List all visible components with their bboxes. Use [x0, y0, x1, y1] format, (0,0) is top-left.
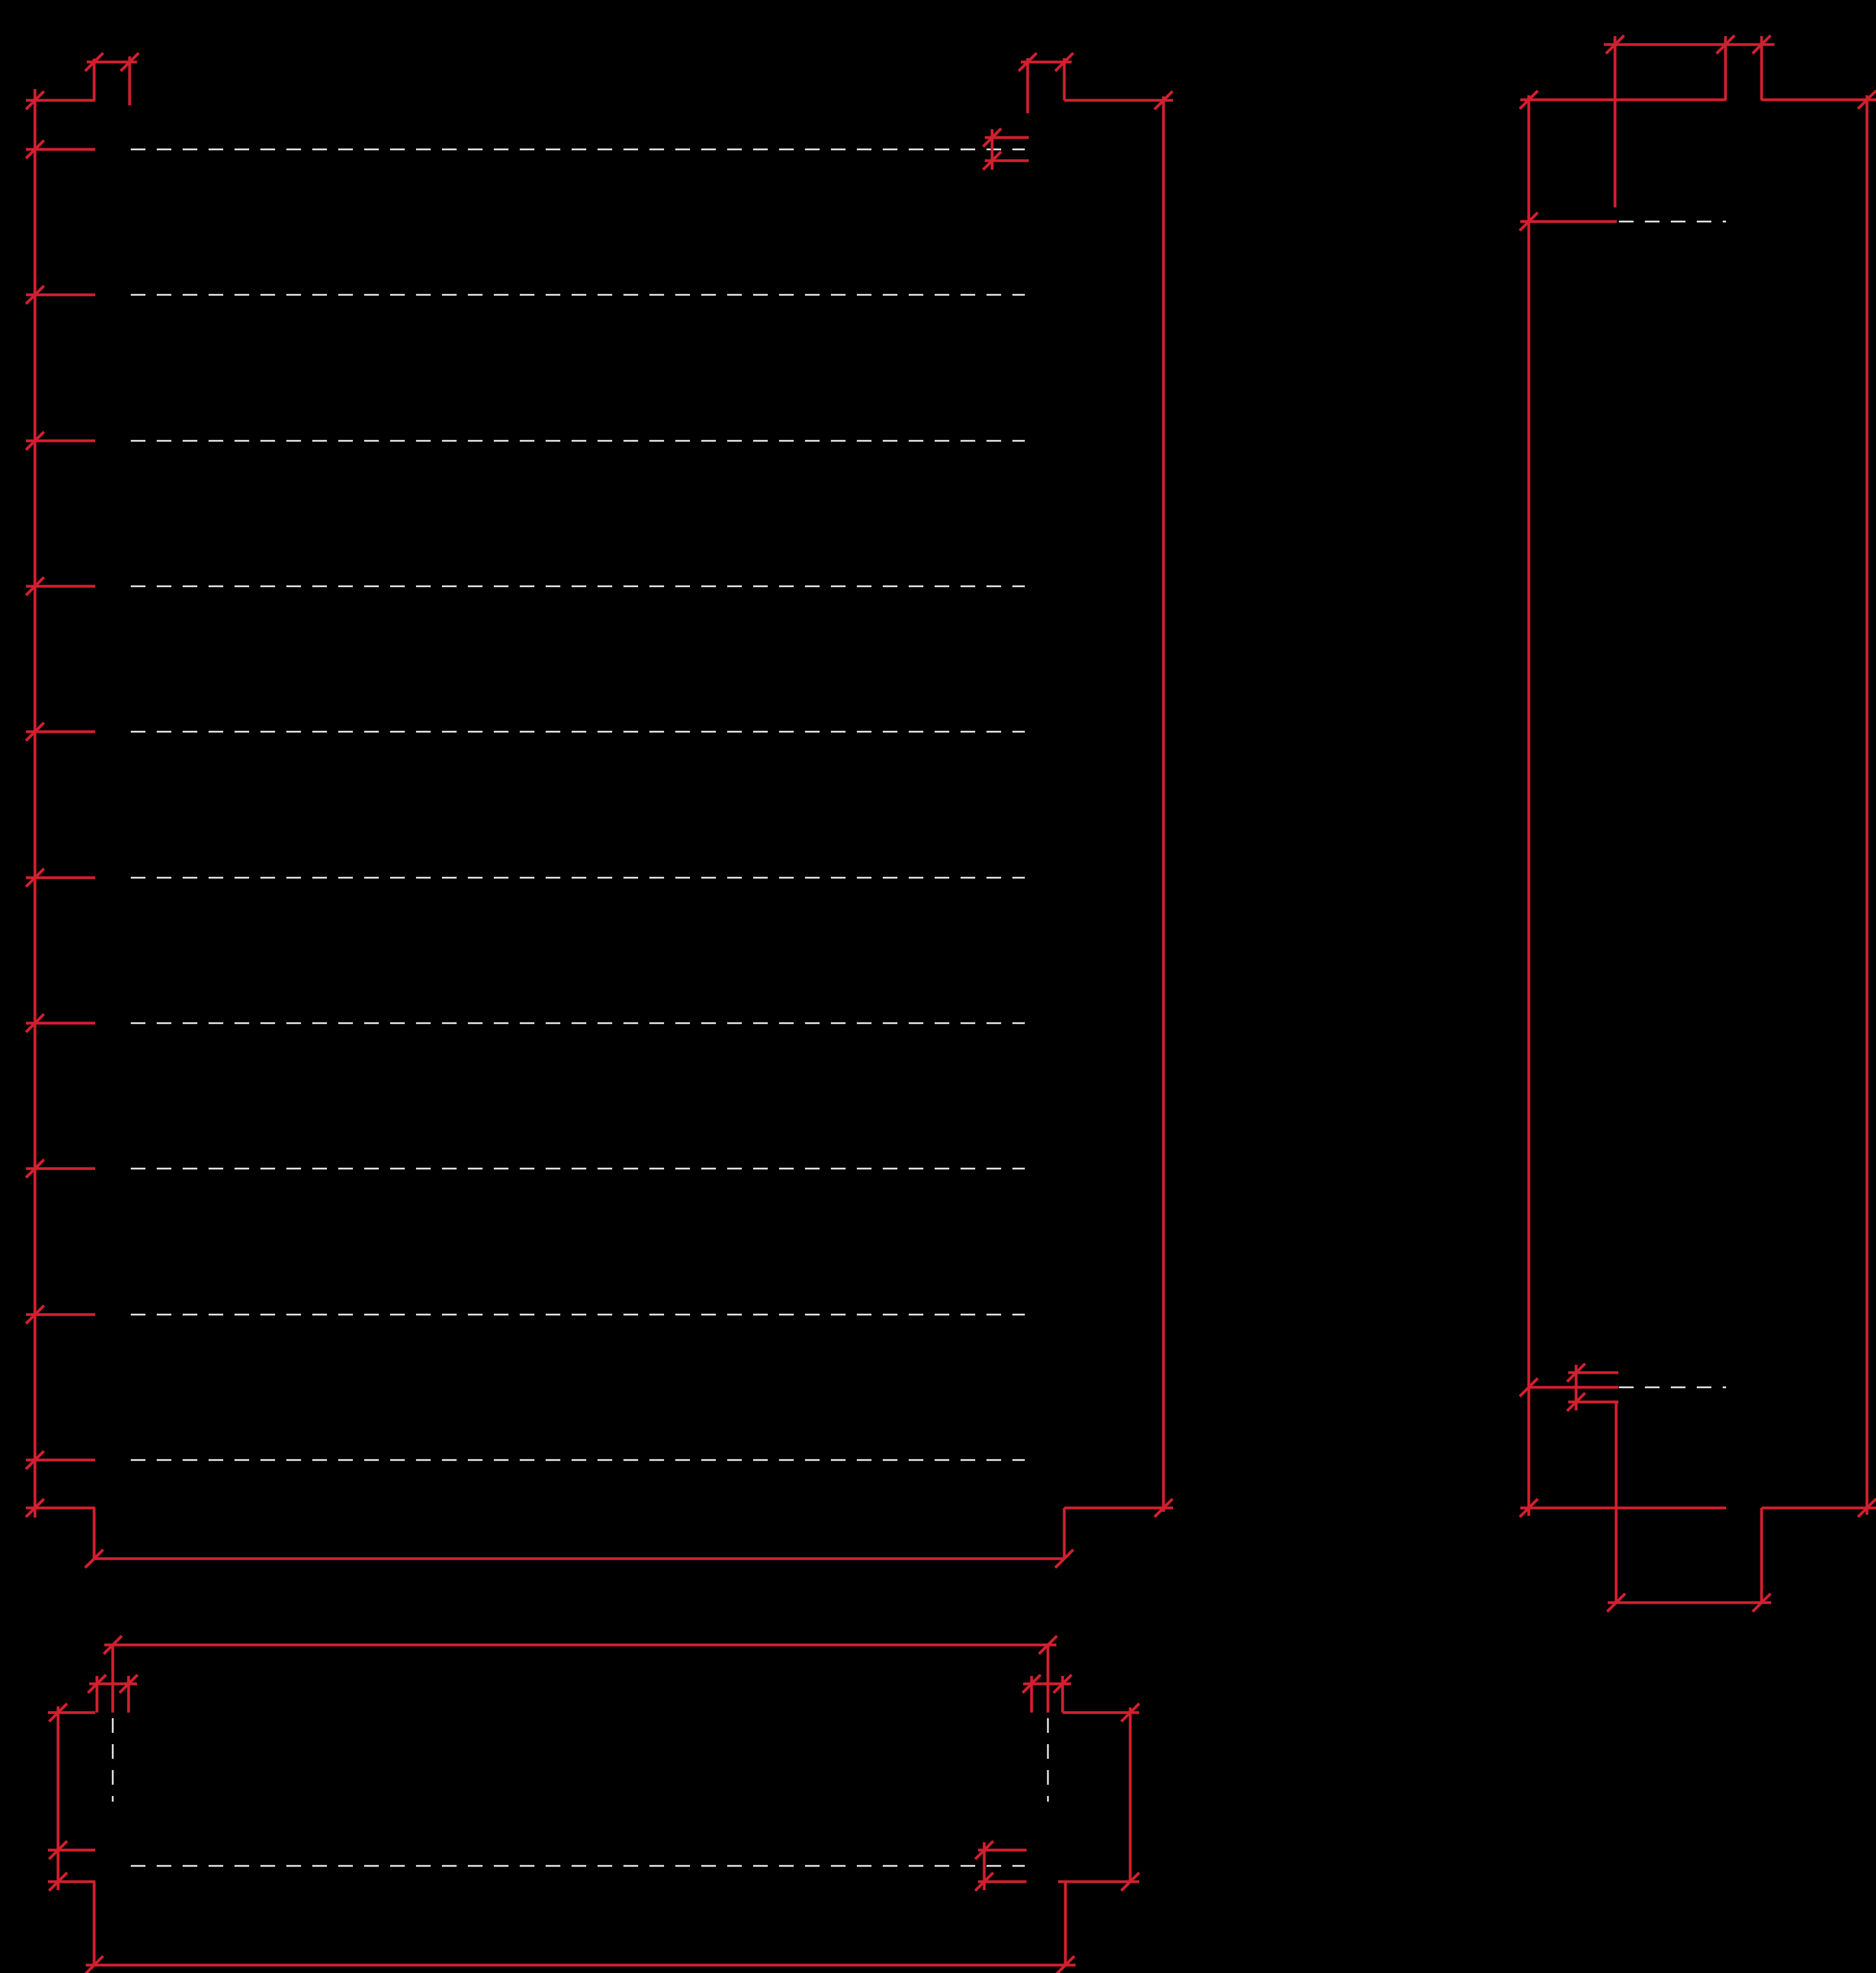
dimension-slash-arrow [1751, 34, 1772, 55]
dimension-slash-arrow [25, 1158, 45, 1179]
dimension-slash-arrow [974, 1840, 994, 1860]
dimension-slash-arrow [84, 1549, 104, 1569]
front-view [25, 52, 1174, 1569]
dimension-slash-arrow [1054, 1549, 1074, 1569]
dimension-slash-arrow [1519, 1498, 1539, 1518]
dimension-slash-arrow [1566, 1392, 1586, 1412]
dimension-slash-arrow [25, 139, 45, 160]
dimension-slash-arrow [25, 1013, 45, 1033]
dimension-slash-arrow [1566, 1362, 1586, 1383]
dimension-slash-arrow [87, 1674, 107, 1694]
dimension-slash-arrow [1153, 1498, 1174, 1518]
dimension-slash-arrow [25, 1498, 45, 1518]
dimension-slash-arrow [1519, 211, 1539, 232]
bottom-view [48, 1635, 1140, 1973]
dimension-slash-arrow [982, 151, 1002, 171]
dimension-slash-arrow [48, 1872, 68, 1892]
dimension-slash-arrow [1038, 1635, 1058, 1655]
dimension-slash-arrow [1857, 90, 1876, 110]
dimension-slash-arrow [1715, 34, 1736, 55]
dimension-slash-arrow [1052, 1674, 1073, 1694]
dimension-slash-arrow [982, 127, 1002, 148]
dimension-slash-arrow [25, 285, 45, 305]
dimension-slash-arrow [1120, 1702, 1140, 1723]
dimension-slash-arrow [120, 52, 140, 72]
dimension-slash-arrow [1519, 1377, 1539, 1397]
dimension-slash-arrow [118, 1674, 139, 1694]
dimension-slash-arrow [84, 1955, 104, 1973]
dimension-slash-arrow [48, 1840, 68, 1860]
dimension-slash-arrow [103, 1635, 123, 1655]
dimension-slash-arrow [25, 1450, 45, 1470]
dimension-slash-arrow [1857, 1498, 1876, 1518]
dimension-slash-arrow [25, 90, 45, 110]
dimension-slash-arrow [974, 1872, 994, 1892]
dimension-slash-arrow [25, 1304, 45, 1325]
dimension-slash-arrow [1021, 1674, 1042, 1694]
dimension-slash-arrow [25, 722, 45, 742]
dimension-slash-arrow [25, 868, 45, 888]
dimension-slash-arrow [1605, 34, 1625, 55]
dimension-slash-arrow [84, 52, 104, 72]
dimension-slash-arrow [1519, 90, 1539, 110]
side-view [1519, 34, 1876, 1613]
dimension-slash-arrow [25, 576, 45, 596]
dimension-slash-arrow [48, 1702, 68, 1723]
dimension-slash-arrow [25, 431, 45, 451]
dimension-slash-arrow [1017, 52, 1038, 72]
dimension-slash-arrow [1153, 90, 1174, 110]
dimension-slash-arrow [1055, 1955, 1076, 1973]
dimension-slash-arrow [1054, 52, 1074, 72]
dimension-slash-arrow [1751, 1592, 1772, 1613]
dimension-slash-arrow [1606, 1592, 1626, 1613]
dimension-slash-arrow [1120, 1872, 1140, 1892]
